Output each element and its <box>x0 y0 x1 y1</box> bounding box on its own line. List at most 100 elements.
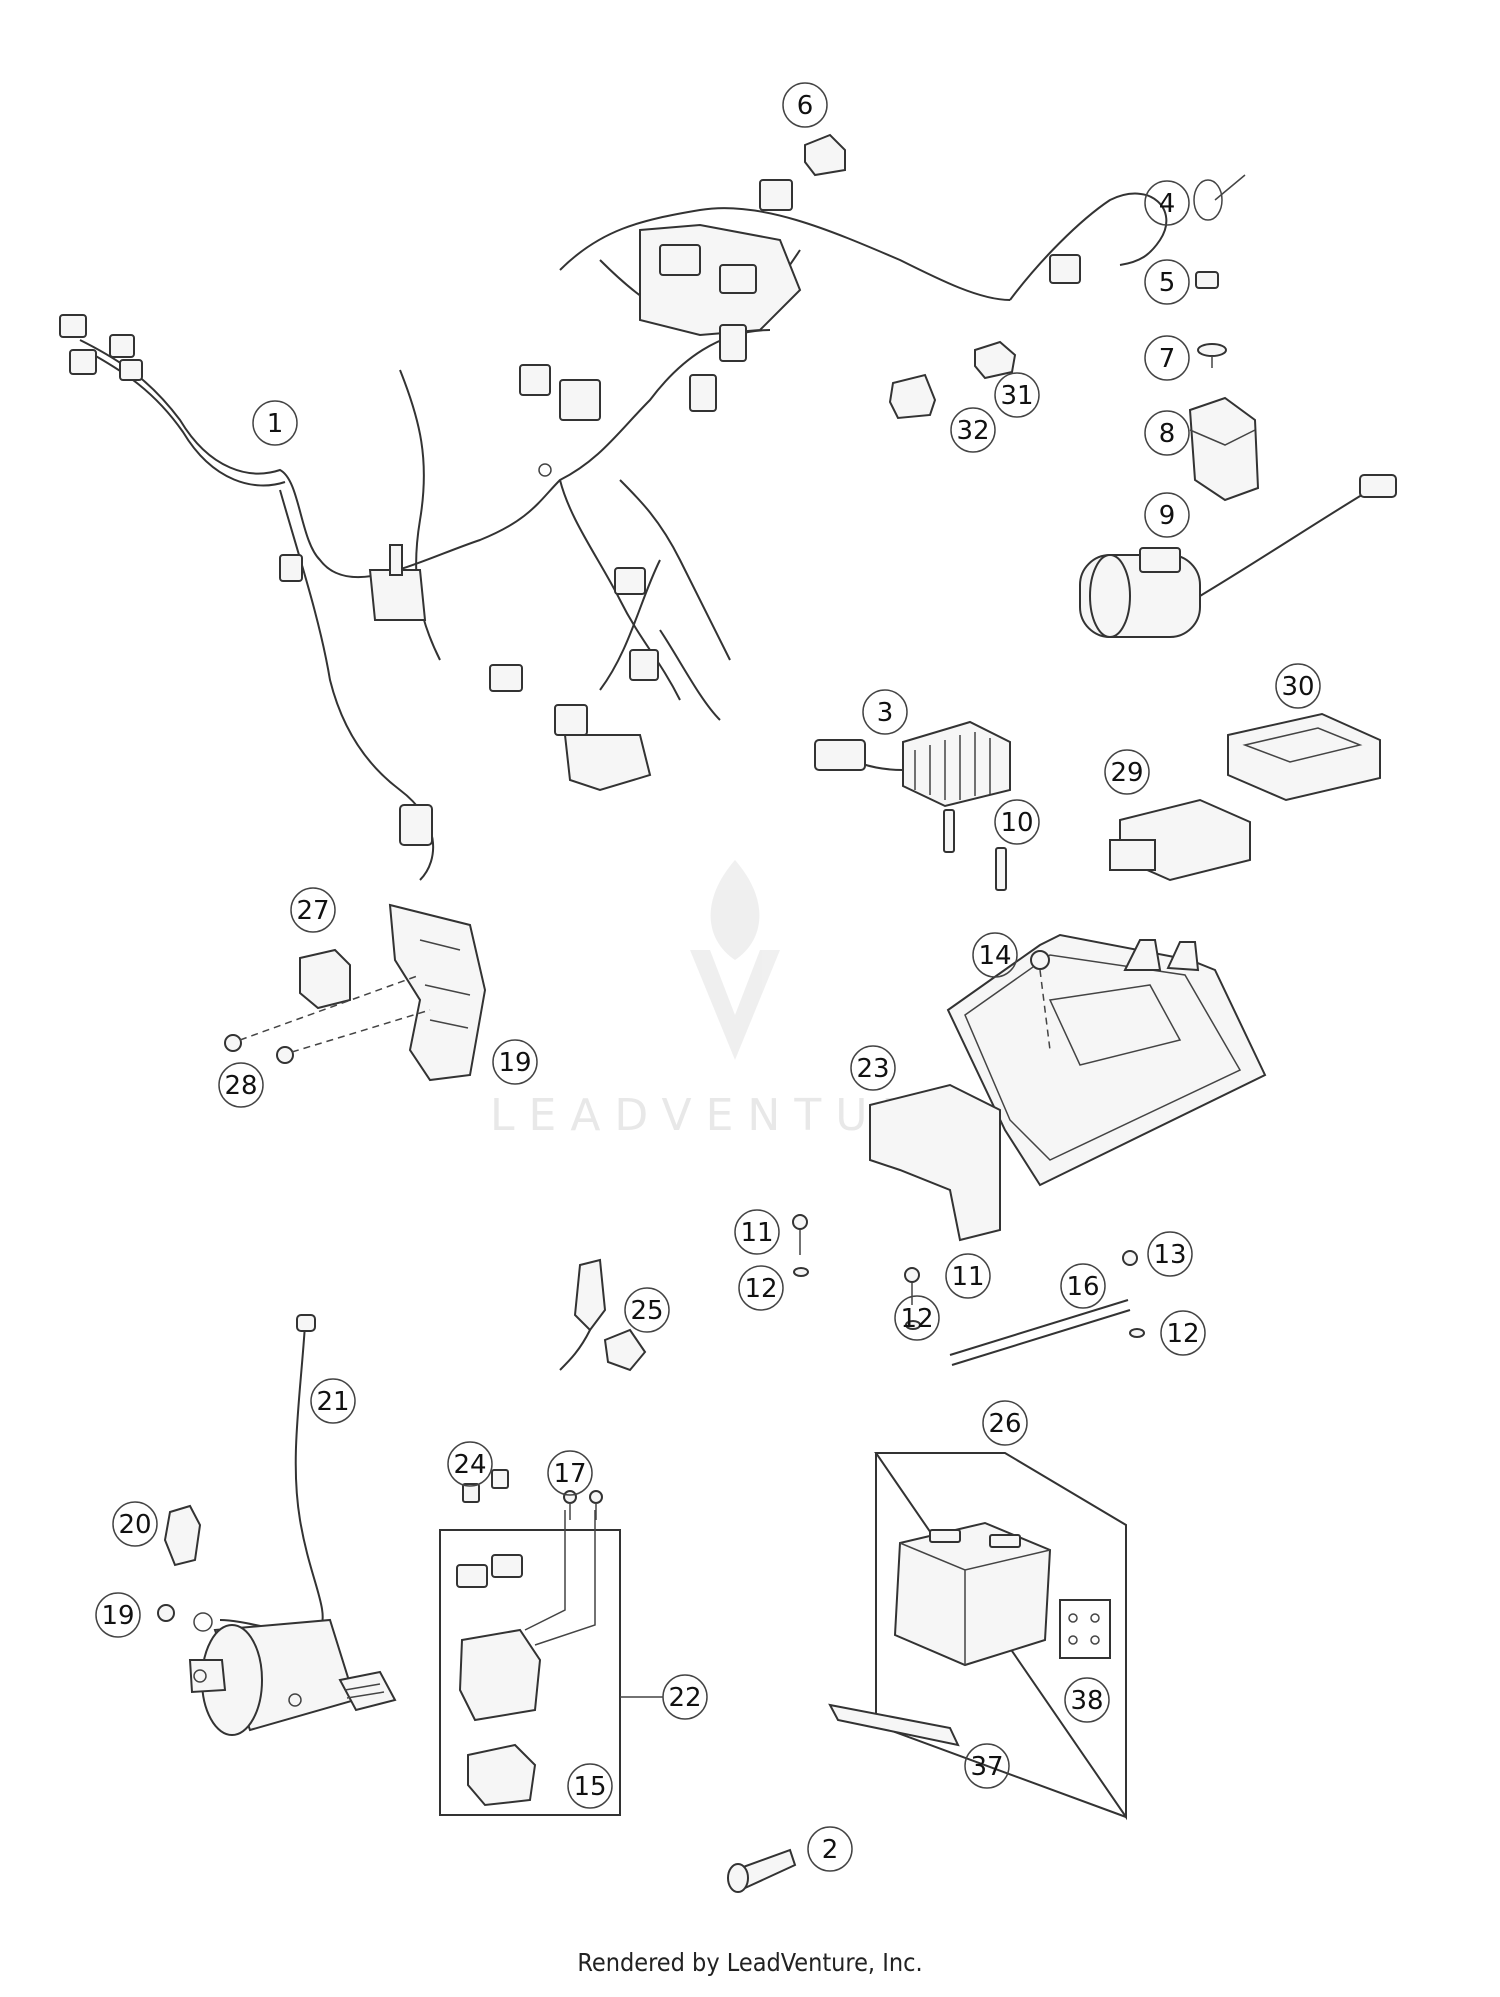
part-25-plug-cap <box>559 1258 647 1372</box>
callout-12-b: 12 <box>894 1295 940 1341</box>
svg-text:21: 21 <box>316 1387 349 1417</box>
callout-7: 7 <box>1144 335 1190 381</box>
svg-text:16: 16 <box>1066 1272 1099 1302</box>
part-11-bolt-a <box>792 1214 808 1255</box>
part-32-connector <box>888 373 937 420</box>
part-30-control-unit <box>1227 712 1381 802</box>
callout-29: 29 <box>1104 749 1150 795</box>
svg-text:30: 30 <box>1281 672 1314 702</box>
svg-text:26: 26 <box>988 1409 1021 1439</box>
part-8-cover <box>1188 396 1260 502</box>
part-1-wiring-harness <box>59 179 1168 881</box>
part-12-washer-a <box>793 1267 809 1277</box>
svg-text:24: 24 <box>453 1450 486 1480</box>
part-19-nut <box>157 1604 175 1622</box>
svg-text:15: 15 <box>573 1772 606 1802</box>
callout-1: 1 <box>252 400 298 446</box>
callout-24: 23 <box>850 1045 896 1091</box>
svg-text:3: 3 <box>877 698 894 728</box>
callout-15: 15 <box>567 1763 613 1809</box>
part-6-connector <box>804 133 846 177</box>
svg-text:23: 23 <box>856 1054 889 1084</box>
callout-25: 25 <box>624 1287 670 1333</box>
svg-text:2: 2 <box>822 1835 839 1865</box>
callout-13: 13 <box>1147 1231 1193 1277</box>
callout-23: 24 <box>447 1441 493 1487</box>
footer-credit: Rendered by LeadVenture, Inc. <box>577 1948 923 1977</box>
svg-text:22: 22 <box>668 1683 701 1713</box>
starter-motor <box>188 1618 397 1736</box>
part-3-regulator <box>814 720 1011 808</box>
callout-19: 19 <box>95 1592 141 1638</box>
callout-31: 31 <box>994 372 1040 418</box>
svg-text:1: 1 <box>267 409 284 439</box>
callout-9: 9 <box>1144 492 1190 538</box>
part-11-bolt-b <box>904 1267 920 1305</box>
callout-2: 2 <box>807 1826 853 1872</box>
svg-text:10: 10 <box>1000 808 1033 838</box>
callout-26: 26 <box>982 1400 1028 1446</box>
svg-text:11: 11 <box>951 1262 984 1292</box>
callout-12-a: 12 <box>738 1265 784 1311</box>
part-16-strap <box>949 1299 1131 1366</box>
callout-16: 16 <box>1060 1263 1106 1309</box>
callout-22: 22 <box>662 1674 708 1720</box>
callouts: 1 6 4 5 7 8 9 31 32 3 10 29 30 27 28 19 … <box>95 82 1321 1872</box>
svg-text:5: 5 <box>1159 268 1176 298</box>
part-4-cable-tie <box>1193 174 1246 221</box>
svg-text:9: 9 <box>1159 501 1176 531</box>
part-31-connector <box>974 340 1017 380</box>
svg-text:12: 12 <box>1166 1319 1199 1349</box>
svg-text:13: 13 <box>1153 1240 1186 1270</box>
svg-text:4: 4 <box>1159 189 1176 219</box>
callout-28: 28 <box>218 1062 264 1108</box>
callout-27: 27 <box>290 887 336 933</box>
callout-18: 19 <box>492 1039 538 1085</box>
part-28-screws <box>224 974 431 1064</box>
svg-text:29: 29 <box>1110 758 1143 788</box>
callout-11-b: 11 <box>945 1253 991 1299</box>
callout-21: 21 <box>310 1378 356 1424</box>
part-5-clip <box>1195 271 1219 289</box>
svg-text:32: 32 <box>956 416 989 446</box>
svg-text:19: 19 <box>101 1601 134 1631</box>
svg-text:37: 37 <box>970 1752 1003 1782</box>
svg-text:6: 6 <box>797 91 814 121</box>
callout-5: 5 <box>1144 259 1190 305</box>
svg-text:19: 19 <box>498 1048 531 1078</box>
svg-text:7: 7 <box>1159 344 1176 374</box>
svg-text:25: 25 <box>630 1296 663 1326</box>
part-22-relay-kit <box>439 1510 621 1816</box>
part-27-cover <box>299 948 351 1010</box>
svg-text:38: 38 <box>1070 1686 1103 1716</box>
callout-17: 17 <box>547 1450 593 1496</box>
svg-text:28: 28 <box>224 1071 257 1101</box>
callout-37: 37 <box>964 1743 1010 1789</box>
part-12-washer-c <box>1129 1328 1145 1338</box>
svg-text:17: 17 <box>553 1459 586 1489</box>
callout-14: 14 <box>972 932 1018 978</box>
part-29-control-unit <box>1109 798 1251 882</box>
watermark-flame-icon <box>710 860 760 960</box>
part-9-sensor <box>1079 474 1397 638</box>
part-12-washer-b <box>905 1320 921 1330</box>
svg-text:20: 20 <box>118 1510 151 1540</box>
callout-10: 10 <box>994 799 1040 845</box>
callout-8: 8 <box>1144 410 1190 456</box>
callout-11-a: 11 <box>734 1209 780 1255</box>
part-18-bracket <box>388 903 487 1082</box>
part-10-screws <box>943 809 1007 891</box>
part-23-fuses <box>462 1469 509 1503</box>
part-17-screws <box>563 1490 603 1520</box>
callout-3: 3 <box>862 689 908 735</box>
svg-text:11: 11 <box>740 1218 773 1248</box>
part-38-terminal-screws <box>1059 1599 1111 1659</box>
part-21-cable <box>193 1314 324 1634</box>
callout-20: 20 <box>112 1501 158 1547</box>
callout-30: 30 <box>1275 663 1321 709</box>
svg-text:27: 27 <box>296 896 329 926</box>
part-20-clamp <box>163 1504 202 1567</box>
part-7-push-rivet <box>1197 343 1227 368</box>
callout-32: 32 <box>950 407 996 453</box>
